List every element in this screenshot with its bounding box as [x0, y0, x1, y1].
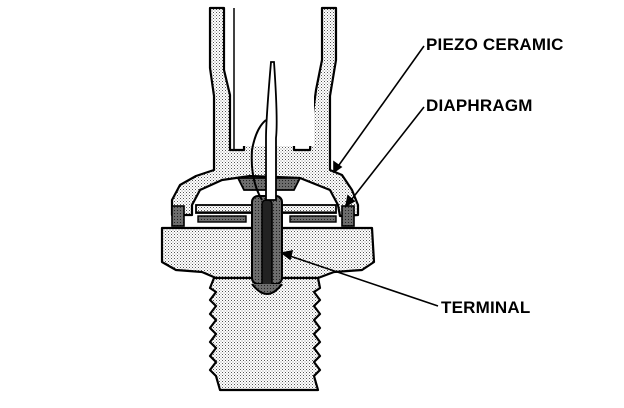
piezo-disk-left — [197, 215, 247, 223]
left-clip — [171, 205, 185, 227]
threaded-stud — [208, 276, 322, 392]
terminal-pin — [265, 61, 278, 201]
lead-wire — [250, 119, 267, 201]
terminal-post — [251, 195, 283, 295]
leader-diaphragm — [347, 106, 425, 205]
piezo-disk-right — [289, 215, 337, 223]
right-clip — [341, 205, 355, 227]
arrow-piezo — [333, 160, 343, 174]
label-terminal: TERMINAL — [441, 298, 531, 317]
leader-piezo — [333, 45, 425, 173]
arrow-terminal — [280, 249, 294, 261]
label-piezo-ceramic: PIEZO CERAMIC — [426, 35, 564, 54]
label-diaphragm: DIAPHRAGM — [426, 96, 533, 115]
leader-terminal — [283, 253, 439, 307]
arrow-diaphragm — [344, 194, 356, 208]
